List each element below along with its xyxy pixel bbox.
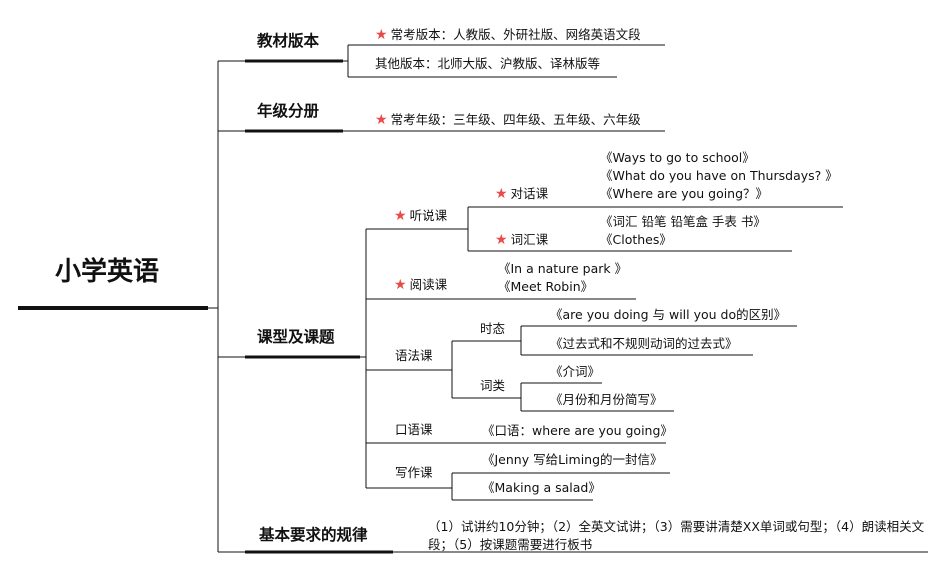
wordclass-item: 《介词》 bbox=[550, 364, 601, 379]
textbook-common-node: ★常考版本：人教版、外研社版、网络英语文段 bbox=[375, 27, 641, 43]
star-icon: ★ bbox=[495, 232, 508, 248]
star-icon: ★ bbox=[394, 208, 407, 224]
dialogue-item: 《Ways to go to school》 bbox=[600, 150, 755, 165]
branch-rules-title: 基本要求的规律 bbox=[259, 526, 368, 544]
reading-item: 《In a nature park 》 bbox=[498, 261, 628, 276]
star-icon: ★ bbox=[375, 112, 388, 128]
wordclass-label: 词类 bbox=[480, 378, 506, 393]
vocab-item: 《Clothes》 bbox=[600, 232, 672, 247]
star-icon: ★ bbox=[495, 186, 508, 202]
oral-label: 口语课 bbox=[395, 422, 433, 437]
tense-label: 时态 bbox=[480, 321, 506, 336]
reading-node: ★阅读课 bbox=[394, 277, 447, 293]
dialogue-label: 对话课 bbox=[510, 186, 549, 201]
oral-item: 《口语：where are you going》 bbox=[482, 423, 673, 438]
writing-item: 《Making a salad》 bbox=[482, 480, 601, 495]
dialogue-node: ★对话课 bbox=[495, 186, 548, 202]
vocab-node: ★词汇课 bbox=[495, 232, 548, 248]
tense-item: 《are you doing 与 will you do的区别》 bbox=[550, 307, 787, 322]
grammar-label: 语法课 bbox=[395, 348, 433, 363]
textbook-common-text: 常考版本：人教版、外研社版、网络英语文段 bbox=[390, 27, 641, 42]
branch-grade-title: 年级分册 bbox=[257, 102, 320, 120]
reading-item: 《Meet Robin》 bbox=[498, 279, 594, 294]
vocab-item: 《词汇 铅笔 铅笔盒 手表 书》 bbox=[600, 214, 766, 229]
mindmap-root: 小学英语 bbox=[55, 257, 160, 287]
star-icon: ★ bbox=[375, 27, 388, 43]
grade-common-node: ★常考年级：三年级、四年级、五年级、六年级 bbox=[375, 112, 641, 128]
writing-label: 写作课 bbox=[395, 465, 433, 480]
listening-node: ★听说课 bbox=[394, 208, 447, 224]
star-icon: ★ bbox=[394, 277, 407, 293]
branch-textbook-title: 教材版本 bbox=[257, 32, 320, 50]
vocab-label: 词汇课 bbox=[510, 232, 549, 247]
wordclass-item: 《月份和月份简写》 bbox=[550, 392, 663, 407]
tense-item: 《过去式和不规则动词的过去式》 bbox=[550, 336, 738, 351]
writing-item: 《Jenny 写给Liming的一封信》 bbox=[482, 452, 663, 467]
rules-text: （1）试讲约10分钟；（2）全英文试讲；（3）需要讲清楚XX单词或句型；（4）朗… bbox=[428, 519, 925, 552]
dialogue-item: 《Where are you going？》 bbox=[600, 186, 769, 201]
textbook-other-text: 其他版本：北师大版、沪教版、译林版等 bbox=[375, 56, 601, 71]
grade-common-text: 常考年级：三年级、四年级、五年级、六年级 bbox=[390, 112, 641, 127]
dialogue-item: 《What do you have on Thursdays? 》 bbox=[600, 168, 838, 183]
reading-label: 阅读课 bbox=[409, 277, 448, 292]
branch-types-title: 课型及课题 bbox=[257, 328, 335, 346]
listening-label: 听说课 bbox=[409, 208, 448, 223]
